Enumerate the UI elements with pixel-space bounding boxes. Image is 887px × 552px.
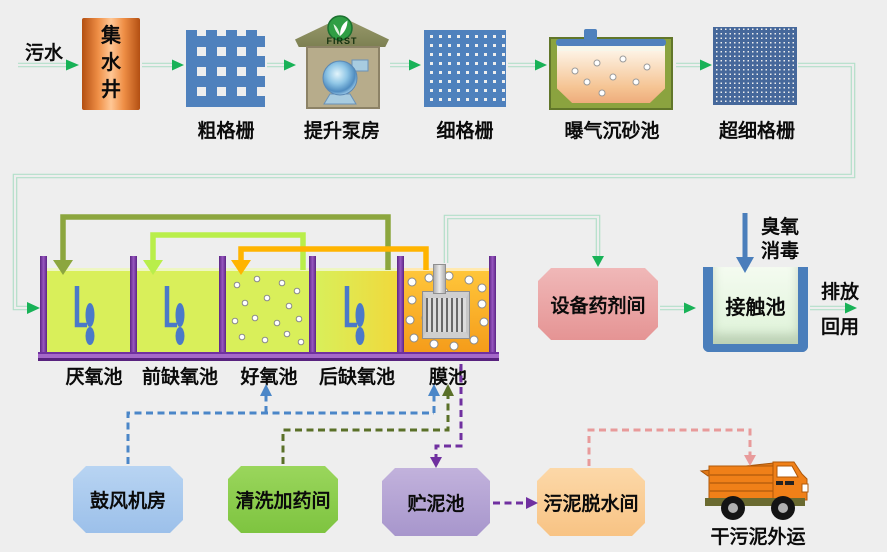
leaf-logo-icon (327, 15, 353, 41)
dry-sludge-transport-label: 干污泥外运 (710, 527, 806, 548)
aerobic-tank-bubbles (231, 275, 305, 346)
grit-chamber-pipe-stub (584, 29, 597, 45)
cleaning-dosing-dashed-line (281, 384, 454, 464)
membrane-tank-label: 膜池 (428, 367, 467, 388)
pre-anoxic-tank-label: 前缺氧池 (141, 367, 218, 388)
ultrafine-screen-label: 超细格栅 (718, 121, 795, 142)
contact-tank: 接触池 (703, 267, 808, 352)
ultrafine-screen-icon (713, 27, 797, 105)
recycle-arrow-membrane-to-aerobic (231, 246, 429, 275)
air-supply-dashed-line (126, 384, 440, 464)
recycle-arrow-postanoxic-to-anaerobic (53, 214, 391, 275)
ozone-label-line1: 臭氧 (760, 217, 799, 238)
chemical-room-label: 设备药剂间 (550, 295, 646, 317)
recycle-arrow-aerobic-to-preanoxic (143, 232, 306, 275)
tank-wall (397, 256, 404, 352)
ozone-label-line2: 消毒 (760, 241, 799, 262)
dry-sludge-dashed-line (587, 428, 756, 466)
blower-room-label: 鼓风机房 (89, 491, 166, 512)
chemical-room-box: 设备药剂间 (538, 268, 658, 340)
blower-room-box: 鼓风机房 (73, 466, 183, 533)
sludge-dewatering-room-label: 污泥脱水间 (543, 493, 639, 515)
grit-chamber-bubbles (571, 55, 651, 97)
fine-screen-label: 细格栅 (436, 121, 494, 142)
aerobic-tank-label: 好氧池 (240, 367, 298, 388)
membrane-module-icon (423, 292, 469, 338)
tank-wall (40, 256, 47, 352)
mixer-icon (164, 286, 185, 345)
cleaning-dosing-room-label: 清洗加药间 (235, 491, 331, 512)
tank-wall (309, 256, 316, 352)
pump-house-label: 提升泵房 (303, 121, 380, 142)
cleaning-dosing-room-box: 清洗加药间 (228, 466, 338, 533)
contact-tank-label: 接触池 (725, 297, 786, 319)
mixer-icon (74, 286, 95, 345)
membrane-outlet-pipe (433, 264, 446, 294)
discharge-label: 排放 (820, 282, 859, 303)
sludge-dewatering-room-box: 污泥脱水间 (537, 468, 645, 536)
collection-well-label: 集水井 (101, 25, 121, 101)
coarse-screen-label: 粗格栅 (197, 121, 255, 142)
grit-chamber-pipe (556, 39, 666, 46)
tank-wall (219, 256, 226, 352)
post-anoxic-tank-label: 后缺氧池 (318, 367, 395, 388)
coarse-screen-icon (186, 30, 265, 107)
anaerobic-tank-label: 厌氧池 (65, 367, 123, 388)
mixer-icon (344, 286, 365, 345)
sludge-storage-tank-box: 贮泥池 (382, 468, 490, 536)
sludge-dashed-line (430, 364, 538, 509)
grit-chamber-rim (557, 44, 665, 51)
dump-truck-icon (699, 461, 809, 520)
pump-house-logo-text: FIRST (326, 36, 358, 46)
aerated-grit-chamber-label: 曝气沉砂池 (564, 121, 660, 142)
sludge-storage-tank-label: 贮泥池 (407, 493, 465, 515)
tank-wall (130, 256, 137, 352)
ozone-arrow (736, 213, 754, 273)
pump-icon (322, 59, 369, 105)
tank-wall (489, 256, 496, 352)
collection-well: 集水井 (82, 18, 140, 110)
influent-label: 污水 (24, 43, 63, 64)
tank-floor (38, 352, 499, 361)
reuse-label: 回用 (820, 317, 859, 338)
main-flow-line (12, 59, 857, 314)
fine-screen-icon (424, 30, 506, 107)
